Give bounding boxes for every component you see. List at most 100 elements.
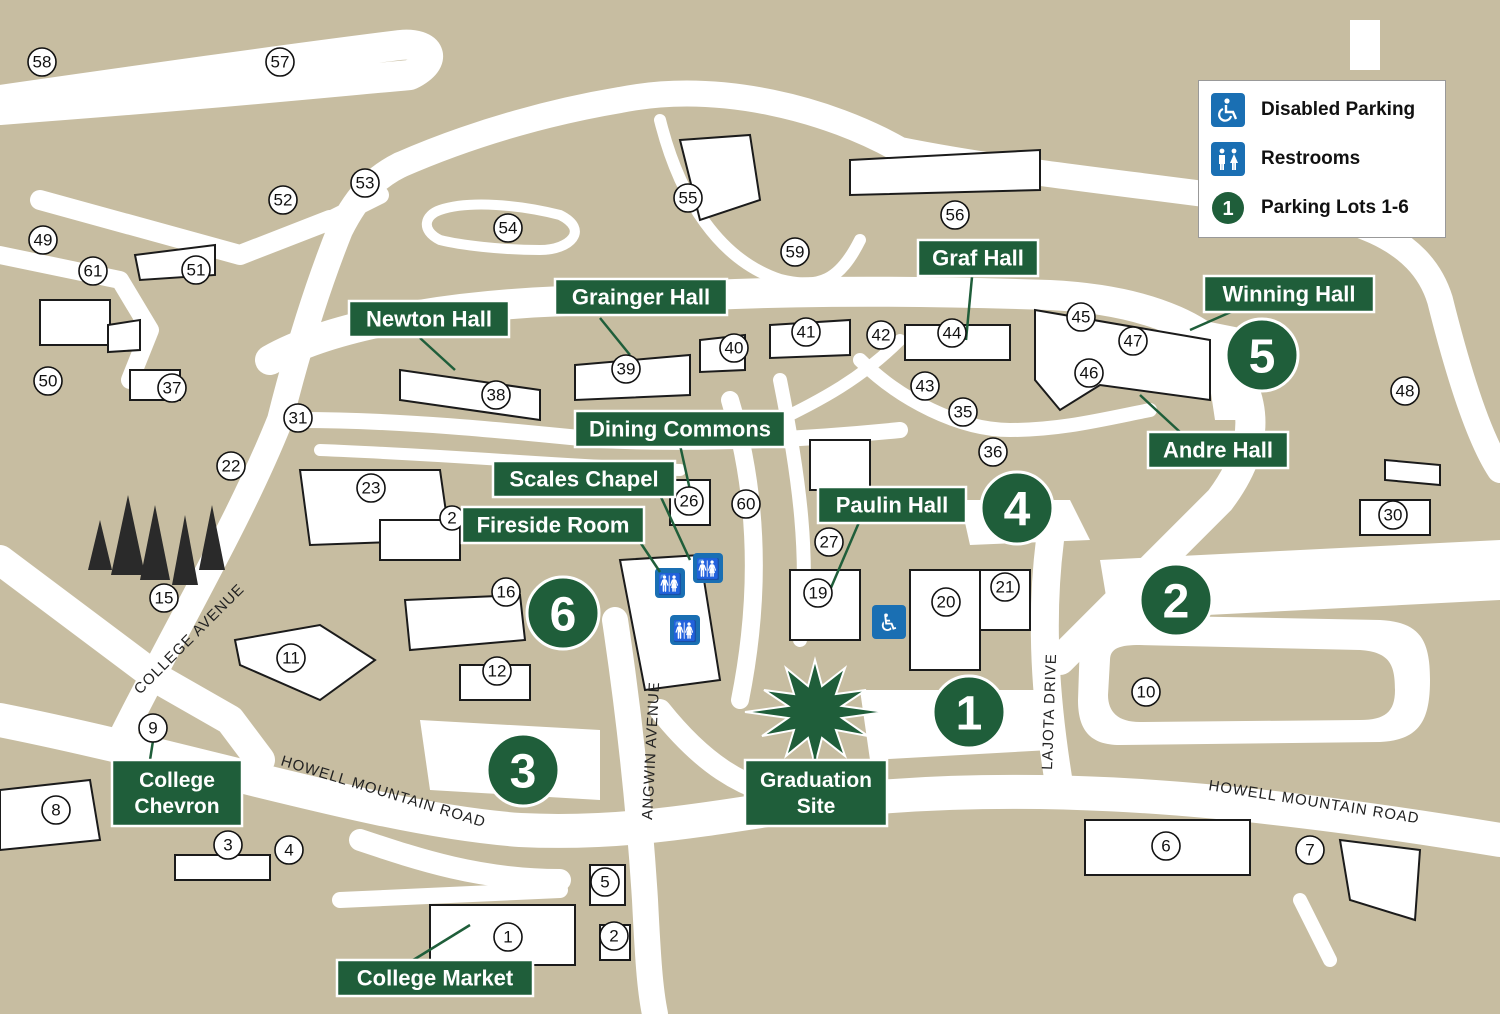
number-marker-57[interactable]: 57	[265, 47, 295, 77]
number-marker-60[interactable]: 60	[731, 489, 761, 519]
number-marker-22[interactable]: 22	[216, 451, 246, 481]
number-marker-40[interactable]: 40	[719, 333, 749, 363]
label-scales-chapel[interactable]: Scales Chapel	[491, 459, 677, 499]
legend-row-restrooms: Restrooms	[1211, 142, 1360, 176]
number-marker-51[interactable]: 51	[181, 255, 211, 285]
number-marker-45[interactable]: 45	[1066, 302, 1096, 332]
svg-text:50: 50	[39, 372, 58, 391]
number-marker-10[interactable]: 10	[1131, 677, 1161, 707]
restroom-icon: 🚻	[670, 615, 700, 645]
svg-text:16: 16	[497, 583, 516, 602]
svg-text:21: 21	[996, 578, 1015, 597]
number-marker-24-partial[interactable]: 2	[439, 505, 465, 531]
number-marker-53[interactable]: 53	[350, 168, 380, 198]
number-marker-6[interactable]: 6	[1151, 831, 1181, 861]
number-marker-2[interactable]: 2	[599, 921, 629, 951]
number-marker-46[interactable]: 46	[1074, 358, 1104, 388]
svg-text:58: 58	[33, 53, 52, 72]
number-marker-44[interactable]: 44	[937, 318, 967, 348]
svg-text:55: 55	[679, 189, 698, 208]
number-marker-19[interactable]: 19	[803, 578, 833, 608]
svg-text:♿: ♿	[878, 609, 900, 637]
number-marker-37[interactable]: 37	[157, 373, 187, 403]
number-marker-56[interactable]: 56	[940, 200, 970, 230]
number-marker-58[interactable]: 58	[27, 47, 57, 77]
number-marker-23[interactable]: 23	[356, 473, 386, 503]
number-marker-12[interactable]: 12	[482, 656, 512, 686]
svg-text:40: 40	[725, 339, 744, 358]
number-marker-5[interactable]: 5	[590, 867, 620, 897]
number-marker-15[interactable]: 15	[149, 583, 179, 613]
parking-lot-6[interactable]: 6	[525, 575, 601, 651]
number-marker-41[interactable]: 41	[791, 317, 821, 347]
number-marker-7[interactable]: 7	[1295, 835, 1325, 865]
label-andre-hall[interactable]: Andre Hall	[1146, 430, 1290, 470]
number-marker-4[interactable]: 4	[274, 835, 304, 865]
number-marker-55[interactable]: 55	[673, 183, 703, 213]
label-graf-hall[interactable]: Graf Hall	[916, 238, 1040, 278]
svg-text:9: 9	[148, 719, 157, 738]
number-marker-47[interactable]: 47	[1118, 326, 1148, 356]
number-marker-3[interactable]: 3	[213, 830, 243, 860]
svg-text:1: 1	[956, 688, 983, 741]
parking-lot-2[interactable]: 2	[1138, 562, 1214, 638]
number-marker-20[interactable]: 20	[931, 587, 961, 617]
parking-lot-3[interactable]: 3	[485, 732, 561, 808]
number-marker-26[interactable]: 26	[674, 486, 704, 516]
label-college-market[interactable]: College Market	[335, 958, 535, 998]
label-grainger-hall[interactable]: Grainger Hall	[553, 277, 729, 317]
number-marker-31[interactable]: 31	[283, 403, 313, 433]
svg-text:6: 6	[1161, 837, 1170, 856]
number-marker-54[interactable]: 54	[493, 213, 523, 243]
restroom-icon: 🚻	[655, 568, 685, 598]
svg-text:🚻: 🚻	[696, 557, 721, 581]
svg-text:Winning Hall: Winning Hall	[1222, 282, 1355, 307]
svg-text:39: 39	[617, 360, 636, 379]
number-marker-39[interactable]: 39	[611, 354, 641, 384]
label-newton-hall[interactable]: Newton Hall	[347, 299, 511, 339]
number-marker-21[interactable]: 21	[990, 572, 1020, 602]
svg-text:7: 7	[1305, 841, 1314, 860]
parking-lot-5[interactable]: 5	[1224, 317, 1300, 393]
label-paulin-hall[interactable]: Paulin Hall	[816, 485, 968, 525]
legend-label-disabled: Disabled Parking	[1261, 99, 1416, 120]
restroom-icon	[1211, 142, 1245, 176]
svg-text:37: 37	[163, 379, 182, 398]
svg-text:43: 43	[916, 377, 935, 396]
svg-text:2: 2	[1163, 576, 1190, 629]
number-marker-50[interactable]: 50	[33, 366, 63, 396]
number-marker-36[interactable]: 36	[978, 437, 1008, 467]
number-marker-35[interactable]: 35	[948, 397, 978, 427]
label-dining-commons[interactable]: Dining Commons	[573, 409, 787, 449]
svg-text:38: 38	[487, 386, 506, 405]
svg-text:23: 23	[362, 479, 381, 498]
number-marker-16[interactable]: 16	[491, 577, 521, 607]
number-marker-61[interactable]: 61	[78, 256, 108, 286]
number-marker-49[interactable]: 49	[28, 225, 58, 255]
number-marker-43[interactable]: 43	[910, 371, 940, 401]
number-marker-38[interactable]: 38	[481, 380, 511, 410]
number-marker-59[interactable]: 59	[780, 237, 810, 267]
parking-lot-4[interactable]: 4	[979, 470, 1055, 546]
number-marker-27[interactable]: 27	[814, 527, 844, 557]
svg-text:56: 56	[946, 206, 965, 225]
label-winning-hall[interactable]: Winning Hall	[1202, 274, 1376, 314]
number-marker-1[interactable]: 1	[493, 922, 523, 952]
number-marker-11[interactable]: 11	[276, 643, 306, 673]
svg-text:42: 42	[872, 326, 891, 345]
number-marker-30[interactable]: 30	[1378, 500, 1408, 530]
wheelchair-icon	[1211, 93, 1245, 127]
label-fireside-room[interactable]: Fireside Room	[460, 505, 646, 545]
number-marker-9[interactable]: 9	[138, 713, 168, 743]
parking-lot-1[interactable]: 1	[931, 674, 1007, 750]
number-marker-8[interactable]: 8	[41, 795, 71, 825]
svg-text:30: 30	[1384, 506, 1403, 525]
number-marker-48[interactable]: 48	[1390, 376, 1420, 406]
number-marker-42[interactable]: 42	[866, 320, 896, 350]
svg-text:2: 2	[447, 509, 456, 528]
svg-text:12: 12	[488, 662, 507, 681]
number-marker-52[interactable]: 52	[268, 185, 298, 215]
